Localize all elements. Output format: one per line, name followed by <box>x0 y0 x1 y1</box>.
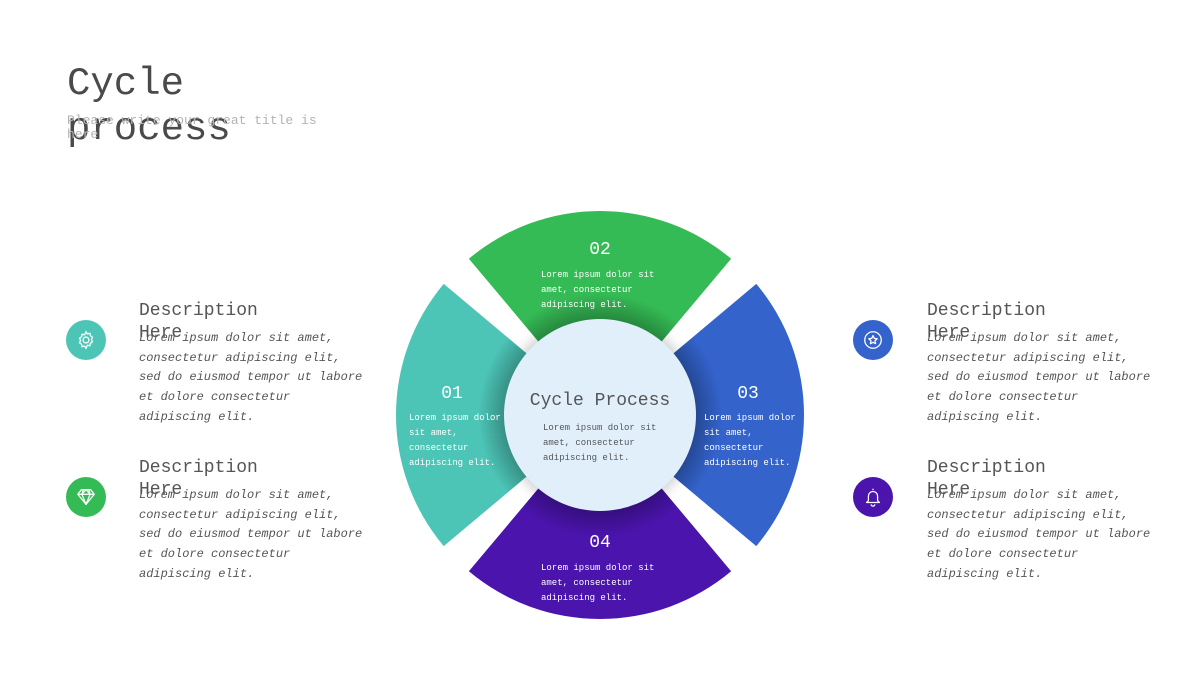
slide-subtitle: Please write your great title is here <box>67 113 317 142</box>
segment-shade-03 <box>650 283 804 547</box>
feature-title-1: Description Here <box>139 301 258 343</box>
segment-number-01: 01 <box>441 384 463 404</box>
segment-text-01: sit amet, <box>409 428 458 438</box>
segment-text-02: Lorem ipsum dolor sit <box>541 270 654 280</box>
segment-text-04: adipiscing elit. <box>541 593 627 603</box>
feature-title-4: Description Here <box>927 458 1046 500</box>
segment-shade-01 <box>395 283 550 547</box>
bell-icon <box>853 477 893 517</box>
segment-number-04: 04 <box>589 533 611 553</box>
segment-text-02: adipiscing elit. <box>541 300 627 310</box>
feature-title-2: Description Here <box>139 458 258 500</box>
gear-icon <box>66 320 106 360</box>
segment-text-01: consectetur <box>409 443 468 453</box>
segment-shade-04 <box>468 465 732 619</box>
segment-text-04: Lorem ipsum dolor sit <box>541 563 654 573</box>
segment-text-01: adipiscing elit. <box>409 458 495 468</box>
feature-text-1: Lorem ipsum dolor sit amet, consectetur … <box>139 331 363 424</box>
segment-text-03: Lorem ipsum dolor <box>704 413 796 423</box>
center-text: Lorem ipsum dolor sit amet, consectetur … <box>543 423 657 463</box>
segment-text-01: Lorem ipsum dolor <box>409 413 501 423</box>
star-icon <box>853 320 893 360</box>
center-title: Cycle Process <box>529 391 671 411</box>
segment-number-02: 02 <box>589 240 611 260</box>
segment-text-02: amet, consectetur <box>541 285 633 295</box>
diamond-icon <box>66 477 106 517</box>
segment-shade-02 <box>468 211 732 365</box>
segment-text-04: amet, consectetur <box>541 578 633 588</box>
feature-text-3: Lorem ipsum dolor sit amet, consectetur … <box>927 331 1151 424</box>
feature-text-4: Lorem ipsum dolor sit amet, consectetur … <box>927 488 1151 581</box>
segment-text-03: sit amet, <box>704 428 753 438</box>
segment-text-03: adipiscing elit. <box>704 458 790 468</box>
segment-text-03: consectetur <box>704 443 763 453</box>
segment-number-03: 03 <box>737 384 759 404</box>
slide-title: Cycle process <box>67 62 231 151</box>
feature-text-2: Lorem ipsum dolor sit amet, consectetur … <box>139 488 363 581</box>
feature-title-3: Description Here <box>927 301 1046 343</box>
center-circle <box>504 319 696 511</box>
